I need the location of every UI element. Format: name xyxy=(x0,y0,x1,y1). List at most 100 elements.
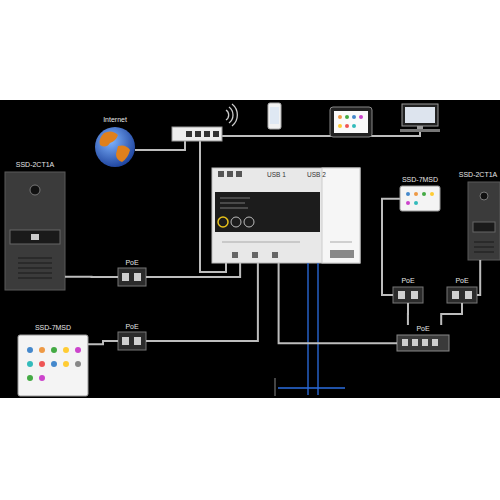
cable-line xyxy=(65,276,118,278)
network-cable xyxy=(65,276,118,277)
door-station xyxy=(5,172,65,290)
poe-switch: PoE xyxy=(397,325,449,351)
network-cable xyxy=(382,199,400,295)
cable-line xyxy=(477,260,480,295)
app-icon xyxy=(338,115,342,119)
controller-port xyxy=(236,171,242,177)
app-icon xyxy=(75,361,81,367)
terminal-block xyxy=(330,250,354,258)
router-port xyxy=(204,131,210,137)
app-icon xyxy=(63,347,69,353)
network-cable xyxy=(146,263,258,341)
keyboard xyxy=(400,129,440,132)
device-label: Internet xyxy=(103,116,127,123)
device-label: PoE xyxy=(125,259,138,266)
controller-port xyxy=(232,252,238,258)
app-icon xyxy=(414,192,418,196)
app-icon xyxy=(430,192,434,196)
door-station: SSD-2CT1A xyxy=(456,170,500,260)
rj45-port xyxy=(411,291,418,299)
app-icon xyxy=(51,361,57,367)
internet-cloud: Internet xyxy=(90,116,140,168)
call-button xyxy=(10,230,60,244)
app-icon xyxy=(63,361,69,367)
poe-injector xyxy=(393,287,423,303)
controller-port xyxy=(252,252,258,258)
app-icon xyxy=(406,201,410,205)
device-label: SSD-7MSD xyxy=(402,176,438,183)
door-station: SSD-2CT1A xyxy=(5,158,65,290)
indoor-monitor xyxy=(18,335,88,396)
network-cable xyxy=(88,341,118,344)
cable-line xyxy=(279,263,397,343)
cable-line xyxy=(382,199,400,295)
device-label: SSD-2CT1A xyxy=(16,161,55,168)
cable-line xyxy=(146,263,240,277)
controller-port xyxy=(227,171,233,177)
door-station xyxy=(468,182,500,260)
speaker-grille xyxy=(18,258,52,278)
router-port xyxy=(186,131,192,137)
indoor-monitor: SSD-7MSD xyxy=(400,176,440,211)
app-icon xyxy=(414,201,418,205)
poe-switch xyxy=(397,335,449,351)
globe-land xyxy=(100,131,119,146)
rj45-port xyxy=(422,339,428,346)
router-port xyxy=(213,131,219,137)
app-icon xyxy=(359,115,363,119)
marker-line xyxy=(275,378,276,396)
print-lines xyxy=(222,242,352,243)
cable-line xyxy=(146,263,258,341)
rj45-port xyxy=(398,291,405,299)
display-lines xyxy=(220,198,250,208)
power-line xyxy=(278,263,345,395)
rj45-port xyxy=(465,291,472,299)
poe-injector: PoE xyxy=(118,323,146,350)
device-label: PoE xyxy=(401,277,414,284)
pc-stand xyxy=(417,126,423,129)
call-button xyxy=(473,222,495,232)
status-led xyxy=(244,217,254,227)
app-icon xyxy=(27,375,33,381)
cable-line xyxy=(441,303,462,325)
app-icon xyxy=(352,115,356,119)
poe-injector xyxy=(447,287,477,303)
rj45-port xyxy=(412,339,418,346)
router-port xyxy=(195,131,201,137)
poe-injector xyxy=(118,332,146,350)
network-cable xyxy=(407,303,408,325)
poe-injector: PoE xyxy=(447,277,477,303)
phone-screen xyxy=(270,107,279,124)
globe-land xyxy=(116,146,130,163)
controller-port xyxy=(272,252,278,258)
network-cable xyxy=(135,141,185,150)
app-icon xyxy=(39,347,45,353)
device-label: PoE xyxy=(455,277,468,284)
indoor-monitor xyxy=(400,186,440,211)
tablet xyxy=(330,107,372,137)
device-label: PoE xyxy=(416,325,429,332)
device-label: PoE xyxy=(125,323,138,330)
app-icon xyxy=(51,347,57,353)
network-cable xyxy=(222,132,420,136)
globe xyxy=(95,127,135,167)
dark-band xyxy=(0,100,500,398)
device-label: USB 2 xyxy=(307,172,326,179)
rj45-port xyxy=(402,339,408,346)
poe-injector: PoE xyxy=(393,277,423,303)
app-icon xyxy=(75,347,81,353)
app-icon xyxy=(345,124,349,128)
app-icon xyxy=(352,124,356,128)
tablet-screen xyxy=(334,111,368,133)
rj45-port xyxy=(134,337,141,345)
poe-injector: PoE xyxy=(118,259,146,286)
app-icon xyxy=(27,347,33,353)
status-led xyxy=(231,217,241,227)
rj45-port xyxy=(122,337,129,345)
device-label: SSD-7MSD xyxy=(35,324,71,331)
smartphone xyxy=(268,103,281,129)
app-icon xyxy=(39,361,45,367)
app-icon xyxy=(422,192,426,196)
camera xyxy=(30,185,40,195)
